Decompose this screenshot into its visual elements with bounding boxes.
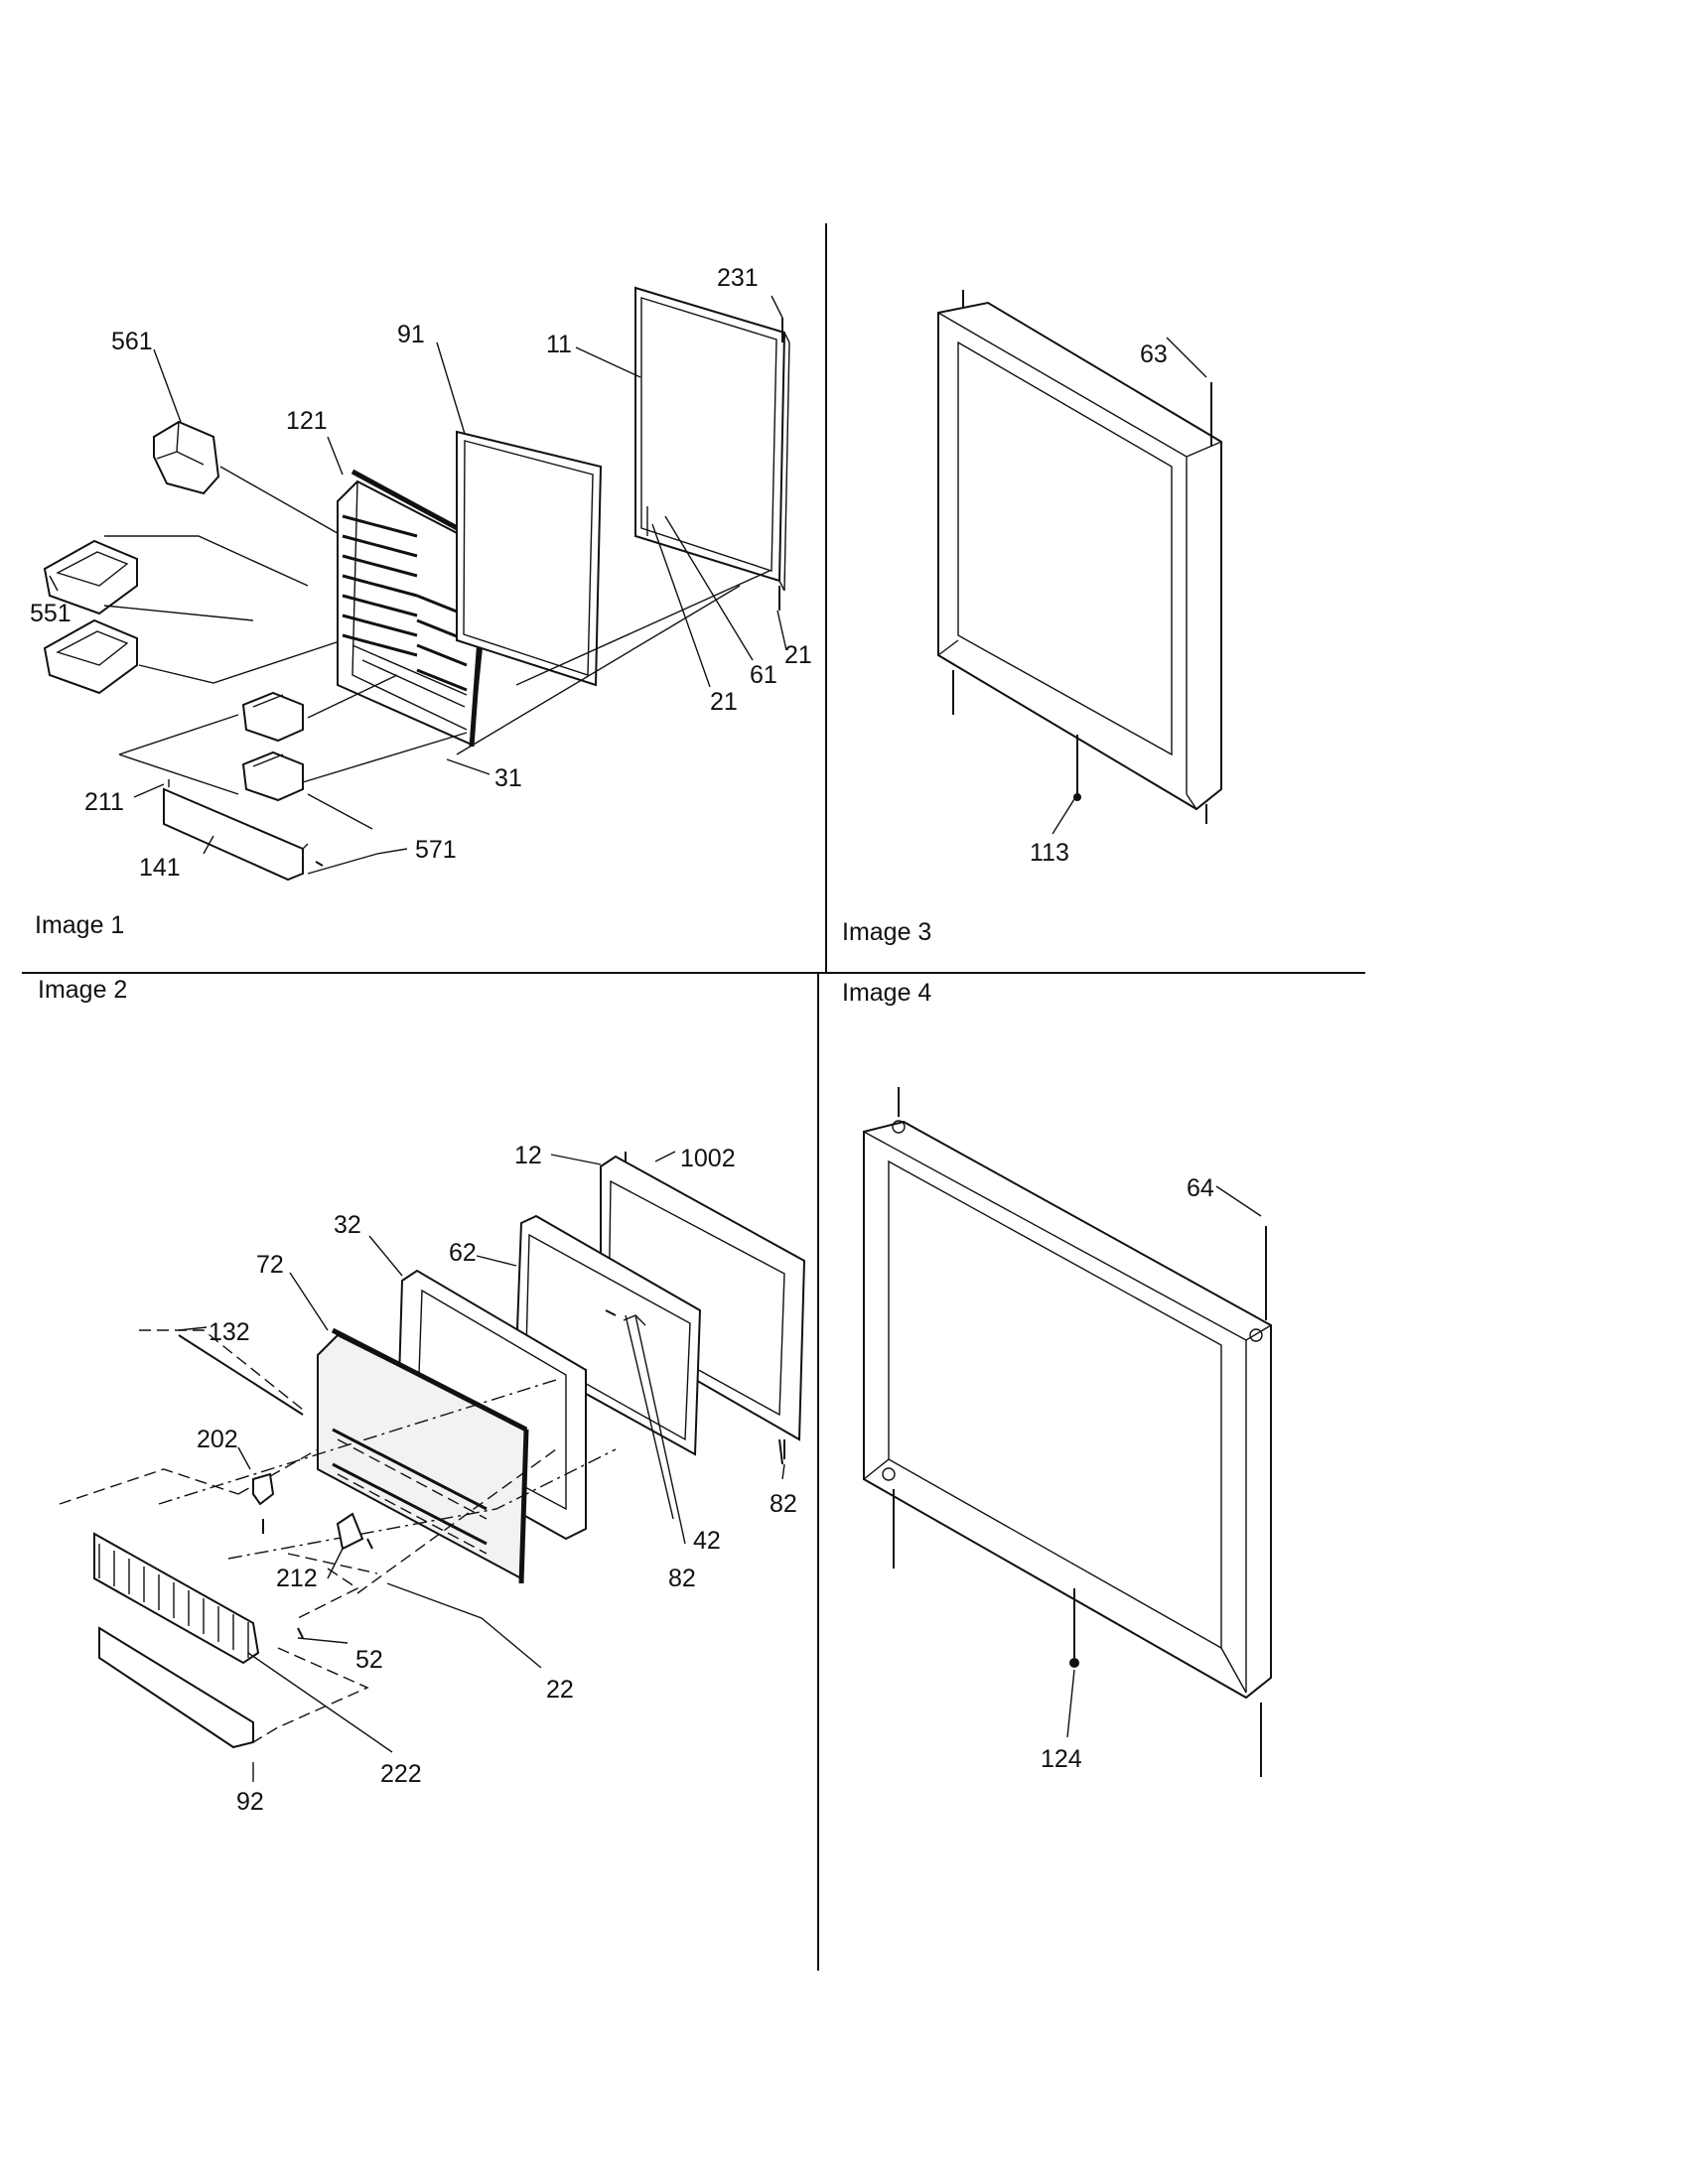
caption-image3: Image 3	[842, 918, 931, 946]
image3-callouts: 63 113	[1030, 341, 1168, 867]
callout-64: 64	[1187, 1174, 1214, 1202]
callout-31: 31	[494, 764, 522, 792]
callout-61: 61	[750, 661, 777, 689]
callout-62: 62	[449, 1239, 477, 1267]
callout-91: 91	[397, 321, 425, 348]
callout-121: 121	[286, 407, 328, 435]
caption-image2: Image 2	[38, 976, 127, 1004]
callout-82-a: 82	[770, 1490, 797, 1518]
image2-drawing	[59, 1151, 806, 1782]
callout-211: 211	[84, 788, 124, 816]
callout-202: 202	[197, 1426, 238, 1453]
callout-32: 32	[334, 1211, 361, 1239]
callout-63: 63	[1140, 341, 1168, 368]
callout-132: 132	[209, 1318, 250, 1346]
callout-22: 22	[546, 1676, 574, 1704]
caption-image1: Image 1	[35, 911, 124, 939]
callout-124: 124	[1041, 1745, 1082, 1773]
liner-shelves	[342, 514, 468, 692]
callout-1002: 1002	[680, 1145, 736, 1172]
callout-21-a: 21	[710, 688, 738, 716]
callout-72: 72	[256, 1251, 284, 1279]
callout-11: 11	[546, 331, 572, 358]
panel-dividers	[22, 223, 1365, 1971]
callout-92: 92	[236, 1788, 264, 1816]
callout-12: 12	[514, 1142, 542, 1169]
image3-drawing	[937, 290, 1222, 835]
callout-21-b: 21	[784, 641, 812, 669]
callout-42: 42	[693, 1527, 721, 1555]
liner-racks	[332, 1428, 488, 1555]
image2-callouts: 12 1002 32 62 72 132 202 42 82 82 212 52…	[197, 1142, 797, 1816]
callout-231: 231	[717, 264, 759, 292]
callout-113: 113	[1030, 839, 1069, 867]
caption-image4: Image 4	[842, 979, 931, 1007]
callout-561: 561	[111, 328, 153, 355]
callout-82-b: 82	[668, 1565, 696, 1592]
callout-141: 141	[139, 854, 181, 882]
image4-callouts: 64 124	[1041, 1174, 1214, 1773]
callout-551: 551	[30, 600, 71, 627]
callout-212: 212	[276, 1565, 318, 1592]
callout-222: 222	[380, 1760, 422, 1788]
image1-callouts: 561 121 91 11 231 551 61 21 21 31 211 14…	[30, 264, 812, 882]
callout-571: 571	[415, 836, 457, 864]
basket-grid	[98, 1544, 249, 1658]
image1-drawing	[43, 286, 790, 882]
image4-drawing	[863, 1087, 1272, 1777]
callout-52: 52	[355, 1646, 383, 1674]
panel-captions: Image 1 Image 2 Image 3 Image 4	[35, 911, 931, 1007]
